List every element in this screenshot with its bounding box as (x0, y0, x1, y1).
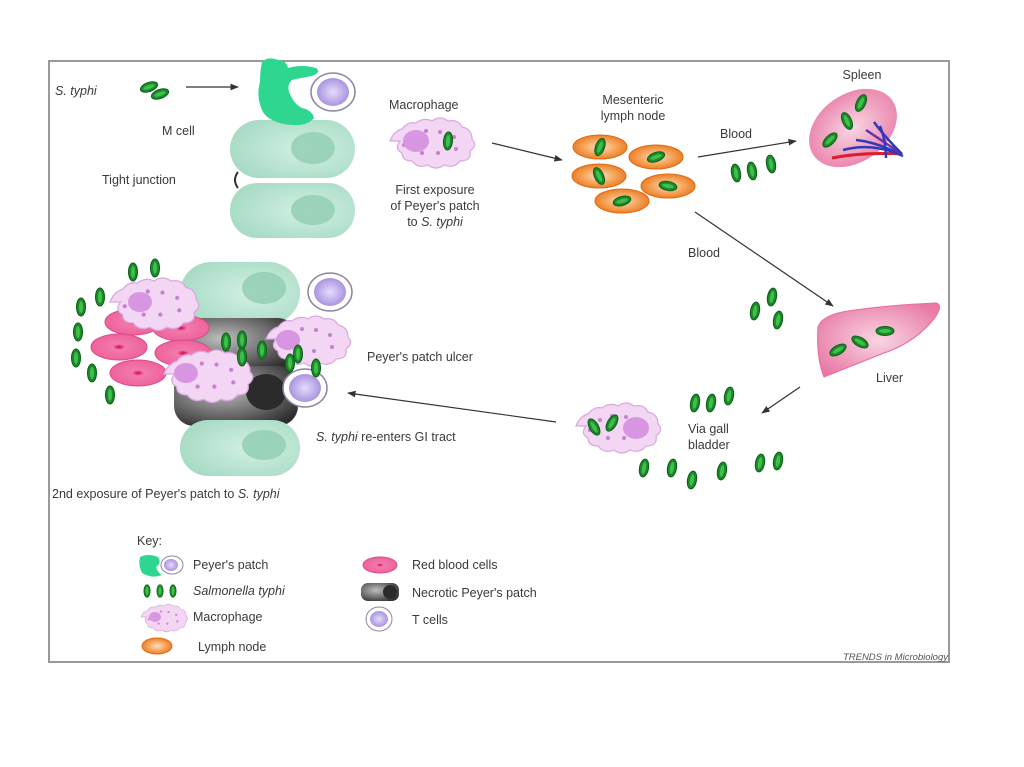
necrotic-patch-icon (361, 583, 399, 601)
label-via-gall-2: bladder (688, 438, 730, 452)
credit-trends: TRENDS in Microbiology (843, 652, 949, 663)
label-first-exposure-2: of Peyer's patch (390, 199, 479, 213)
arrow-to-gall-bladder (761, 386, 801, 414)
epithelial-cell-second-bottom (180, 420, 300, 476)
label-ulcer: Peyer's patch ulcer (367, 350, 473, 364)
key-label-red-blood-cells: Red blood cells (412, 558, 497, 572)
label-liver: Liver (876, 371, 903, 385)
t-cell-icon (365, 606, 393, 632)
macrophage-second-2 (163, 349, 254, 403)
m-cell (258, 58, 319, 126)
label-blood-spleen: Blood (720, 127, 752, 141)
macrophage-second-3 (265, 315, 352, 367)
key-label-t-cells: T cells (412, 613, 448, 627)
arrow-to-lymph-node (491, 142, 563, 162)
tight-junction-mark (234, 171, 239, 189)
t-cell-second-bottom (282, 368, 328, 408)
key-title: Key: (137, 534, 162, 548)
macrophage-top (389, 117, 476, 169)
salmonella-icon (143, 584, 177, 598)
red-blood-cell-icon (362, 556, 398, 574)
label-spleen: Spleen (843, 68, 882, 82)
arrow-reenter-gi (347, 390, 557, 423)
macrophage-gall (575, 402, 662, 454)
label-mesenteric-1: Mesenteric (602, 93, 663, 107)
blood-bacteria-spleen (729, 153, 778, 184)
arrow-to-spleen (697, 138, 797, 158)
label-s-typhi: S. typhi (55, 84, 98, 98)
blood-bacteria-liver (748, 286, 785, 331)
key-label-necrotic: Necrotic Peyer's patch (412, 586, 537, 600)
label-via-gall-1: Via gall (688, 422, 729, 436)
mesenteric-lymph-nodes (571, 134, 696, 214)
peyers-patch-icon (139, 555, 184, 577)
epithelial-cell-upper (230, 120, 355, 178)
key-label-salmonella: Salmonella typhi (193, 584, 286, 598)
epithelial-cell-lower (230, 183, 355, 238)
macrophage-second-1 (109, 277, 200, 331)
liver-organ (817, 302, 940, 378)
label-reenters: S. typhi re-enters GI tract (316, 430, 456, 444)
arrow-to-liver (694, 211, 834, 307)
key-label-macrophage: Macrophage (193, 610, 263, 624)
label-mesenteric-2: lymph node (601, 109, 666, 123)
macrophage-icon (140, 604, 188, 633)
t-cell-second-top (307, 272, 353, 312)
key-legend: Key: Peyer's patch Salmonella typhi Macr… (137, 534, 537, 655)
key-label-lymph-node: Lymph node (198, 640, 266, 654)
spleen-organ (809, 88, 904, 168)
label-first-exposure-3: to S. typhi (407, 215, 464, 229)
label-first-exposure-1: First exposure (395, 183, 474, 197)
label-blood-liver: Blood (688, 246, 720, 260)
label-macrophage: Macrophage (389, 98, 459, 112)
t-cell-top (310, 72, 356, 112)
lymph-node-icon (141, 637, 173, 655)
label-tight-junction: Tight junction (102, 173, 176, 187)
epithelial-cell-second-top (180, 262, 300, 324)
label-second-exposure: 2nd exposure of Peyer's patch to S. typh… (52, 487, 281, 501)
label-m-cell: M cell (162, 124, 195, 138)
s-typhi-entry-bacteria (138, 79, 171, 102)
diagram-frame (48, 60, 950, 663)
key-label-peyers-patch: Peyer's patch (193, 558, 268, 572)
